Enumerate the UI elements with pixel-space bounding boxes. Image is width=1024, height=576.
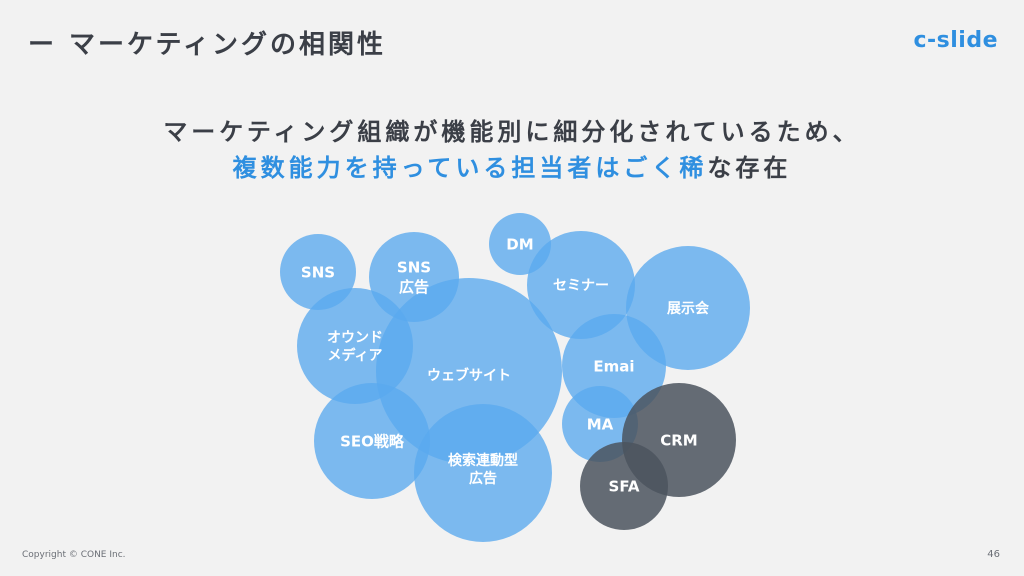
bubble-label-crm: CRM xyxy=(660,431,698,449)
lead-line-2: 複数能力を持っている担当者はごく稀な存在 xyxy=(0,148,1024,183)
bubble-seminar xyxy=(527,231,635,339)
bubble-label-search-ad: 検索連動型広告 xyxy=(448,452,518,487)
bubble-label-sns: SNS xyxy=(301,263,335,281)
bubble-label-sfa: SFA xyxy=(609,477,640,495)
bubble-layer xyxy=(280,213,750,542)
bubble-label-line: 広告 xyxy=(469,470,497,487)
bubble-label-website: ウェブサイト xyxy=(427,367,511,384)
bubble-label-owned-media: オウンドメディア xyxy=(327,330,383,364)
bubble-label-line: SNS xyxy=(397,259,431,277)
bubble-sfa xyxy=(580,442,668,530)
bubble-label-line: 広告 xyxy=(399,278,429,296)
bubble-label-line: DM xyxy=(506,235,533,253)
bubble-search-ad xyxy=(414,404,552,542)
page-number: 46 xyxy=(987,549,1000,560)
bubble-label-line: 展示会 xyxy=(667,300,710,317)
copyright: Copyright © CONE Inc. xyxy=(22,550,126,560)
bubble-label-dm: DM xyxy=(506,235,533,253)
bubble-label-line: SNS xyxy=(301,263,335,281)
bubble-label-line: セミナー xyxy=(553,278,609,294)
bubble-label-line: メディア xyxy=(327,347,382,364)
bubble-label-line: オウンド xyxy=(327,330,383,346)
bubble-label-email: Emai xyxy=(593,357,634,375)
bubble-label-line: MA xyxy=(587,415,614,433)
bubble-label-line: CRM xyxy=(660,431,698,449)
bubble-label-exhibition: 展示会 xyxy=(667,300,710,317)
bubble-label-line: SEO戦略 xyxy=(340,432,405,450)
page-title: ー マーケティングの相関性 xyxy=(28,30,386,60)
bubble-label-line: Emai xyxy=(593,357,634,375)
bubble-label-seminar: セミナー xyxy=(553,278,609,294)
bubble-label-line: ウェブサイト xyxy=(427,367,511,384)
bubble-seo xyxy=(314,383,430,499)
lead-rest: な存在 xyxy=(707,154,792,182)
lead-line-1: マーケティング組織が機能別に細分化されているため、 xyxy=(163,118,861,146)
bubble-label-line: 検索連動型 xyxy=(448,452,518,469)
lead-highlight: 複数能力を持っている担当者はごく稀 xyxy=(232,154,708,182)
bubble-label-seo: SEO戦略 xyxy=(340,432,405,450)
bubble-label-ma: MA xyxy=(587,415,614,433)
bubble-label-line: SFA xyxy=(609,477,640,495)
brand-logo: c-slide xyxy=(913,28,998,53)
